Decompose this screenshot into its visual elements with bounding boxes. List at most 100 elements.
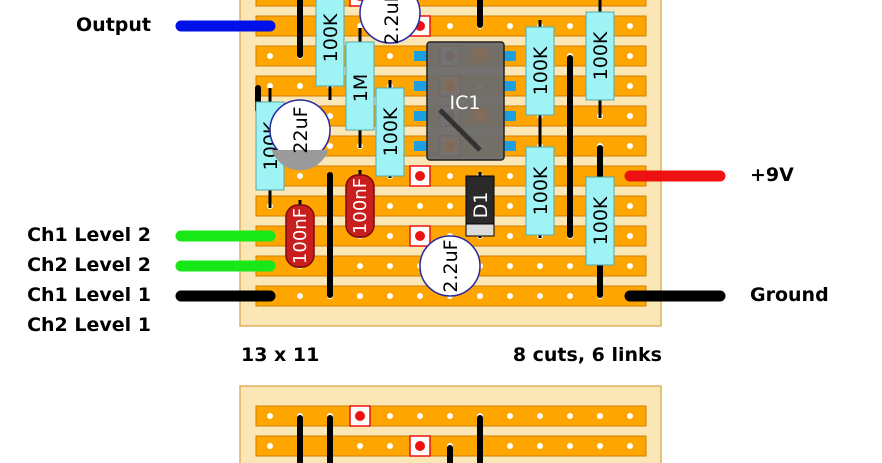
hole (327, 143, 333, 149)
resistor-r6: 100K (585, 11, 615, 101)
hole (267, 413, 273, 419)
hole (507, 203, 513, 209)
hole (267, 443, 273, 449)
hole (627, 83, 633, 89)
hole (297, 83, 303, 89)
capacitor-2u2-bottom-label: 2.2uF (440, 239, 462, 292)
label-9v: +9V (750, 164, 794, 186)
capacitor-100nf-1-label: 100nF (290, 208, 311, 264)
resistor-r6-label: 100K (590, 31, 612, 80)
strip-cut (349, 0, 371, 7)
hole (627, 233, 633, 239)
hole (387, 233, 393, 239)
hole (387, 293, 393, 299)
label-ch2-level-2: Ch2 Level 2 (27, 254, 151, 276)
diode-d1: D1 (465, 175, 495, 237)
hole (447, 203, 453, 209)
resistor-r7: 100K (525, 146, 555, 236)
ic1-chip: IC1 (414, 41, 516, 161)
hole (507, 173, 513, 179)
capacitor-22uf: 22uF (269, 99, 331, 171)
hole (327, 113, 333, 119)
capacitor-100nf-2: 100nF (345, 174, 375, 238)
off-board-wires (175, 20, 726, 302)
capacitor-2u2-bottom: 2.2uF (419, 235, 481, 297)
diode-d1-label: D1 (470, 192, 492, 219)
hole (627, 443, 633, 449)
hole (387, 53, 393, 59)
hole (417, 203, 423, 209)
hole (417, 413, 423, 419)
hole (477, 293, 483, 299)
resistor-r1: 100K (315, 0, 345, 87)
hole (567, 293, 573, 299)
hole (267, 83, 273, 89)
label-output: Output (76, 14, 151, 36)
hole (507, 233, 513, 239)
hole (387, 413, 393, 419)
hole (627, 53, 633, 59)
capacitor-100nf-1: 100nF (285, 204, 315, 268)
hole (507, 293, 513, 299)
copper-strip (255, 0, 647, 7)
strip-cut-mark (415, 441, 425, 451)
capacitor-22uf-label: 22uF (290, 106, 312, 153)
label-ch1-level-2: Ch1 Level 2 (27, 224, 151, 246)
hole (507, 23, 513, 29)
hole (627, 263, 633, 269)
hole (537, 263, 543, 269)
hole (627, 203, 633, 209)
links-bottom (297, 415, 483, 463)
strip-cut-mark (357, 0, 363, 1)
hole (627, 413, 633, 419)
capacitor-100nf-2-label: 100nF (350, 178, 371, 234)
hole (627, 143, 633, 149)
hole (447, 173, 453, 179)
hole (597, 443, 603, 449)
resistor-r2-label: 1M (350, 74, 372, 102)
capacitor-2u2-top: 2.2uF (359, 0, 421, 45)
label-ch2-level-1: Ch2 Level 1 (27, 314, 151, 336)
strip-cut-mark (415, 171, 425, 181)
hole (447, 413, 453, 419)
hole (297, 293, 303, 299)
hole (507, 263, 513, 269)
hole (537, 413, 543, 419)
hole (387, 443, 393, 449)
resistor-r8: 100K (585, 176, 615, 266)
hole (537, 443, 543, 449)
resistor-r1-label: 100K (320, 13, 342, 62)
board-size: 13 x 11 (241, 344, 320, 366)
resistor-r3: 100K (375, 87, 405, 177)
resistor-r5: 100K (525, 26, 555, 116)
hole (357, 443, 363, 449)
hole (567, 263, 573, 269)
hole (357, 293, 363, 299)
hole (297, 173, 303, 179)
resistor-r7-label: 100K (530, 166, 552, 215)
hole (537, 293, 543, 299)
hole (357, 263, 363, 269)
hole (387, 203, 393, 209)
hole (417, 293, 423, 299)
capacitor-2u2-top-label: 2.2uF (381, 0, 403, 45)
hole (627, 23, 633, 29)
strip-cuts-bottom (349, 405, 431, 457)
strip-cut-mark (355, 411, 365, 421)
resistor-r3-label: 100K (380, 107, 402, 156)
hole (267, 53, 273, 59)
resistor-r5-label: 100K (530, 46, 552, 95)
label-ground: Ground (750, 284, 829, 306)
hole (597, 413, 603, 419)
resistor-r8-label: 100K (590, 196, 612, 245)
hole (507, 443, 513, 449)
resistor-r2: 1M (345, 41, 375, 131)
hole (567, 413, 573, 419)
hole (387, 263, 393, 269)
ic1-label: IC1 (450, 92, 481, 114)
board-cuts-links: 8 cuts, 6 links (512, 344, 662, 366)
strip-cut-mark (415, 231, 425, 241)
label-ch1-level-1: Ch1 Level 1 (27, 284, 151, 306)
hole (567, 443, 573, 449)
